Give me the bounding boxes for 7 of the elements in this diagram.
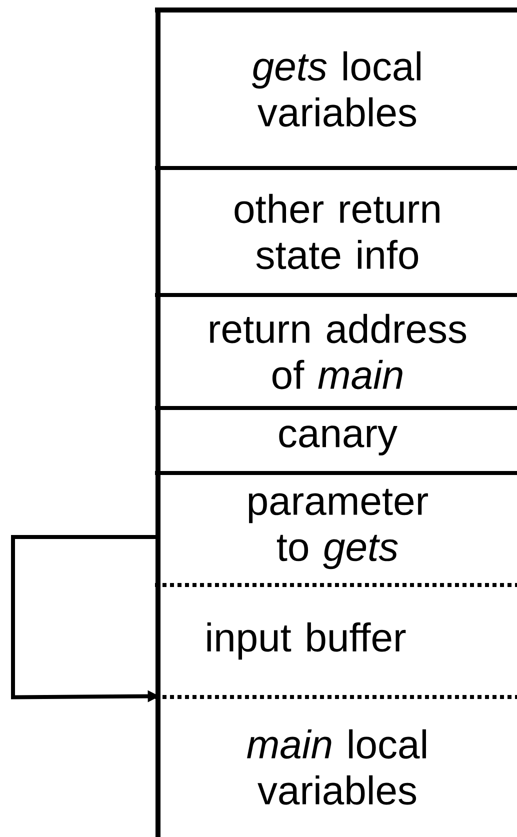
- stack-slot: canary: [155, 406, 517, 473]
- stack-slot: main local variables: [155, 695, 517, 837]
- stack-slot: parameter to gets: [155, 471, 517, 585]
- stack-slot: return address of main: [155, 293, 517, 408]
- stack-slot: other return state info: [155, 166, 517, 295]
- stack-slot: gets local variables: [155, 8, 517, 168]
- stack-slot: input buffer: [155, 583, 517, 697]
